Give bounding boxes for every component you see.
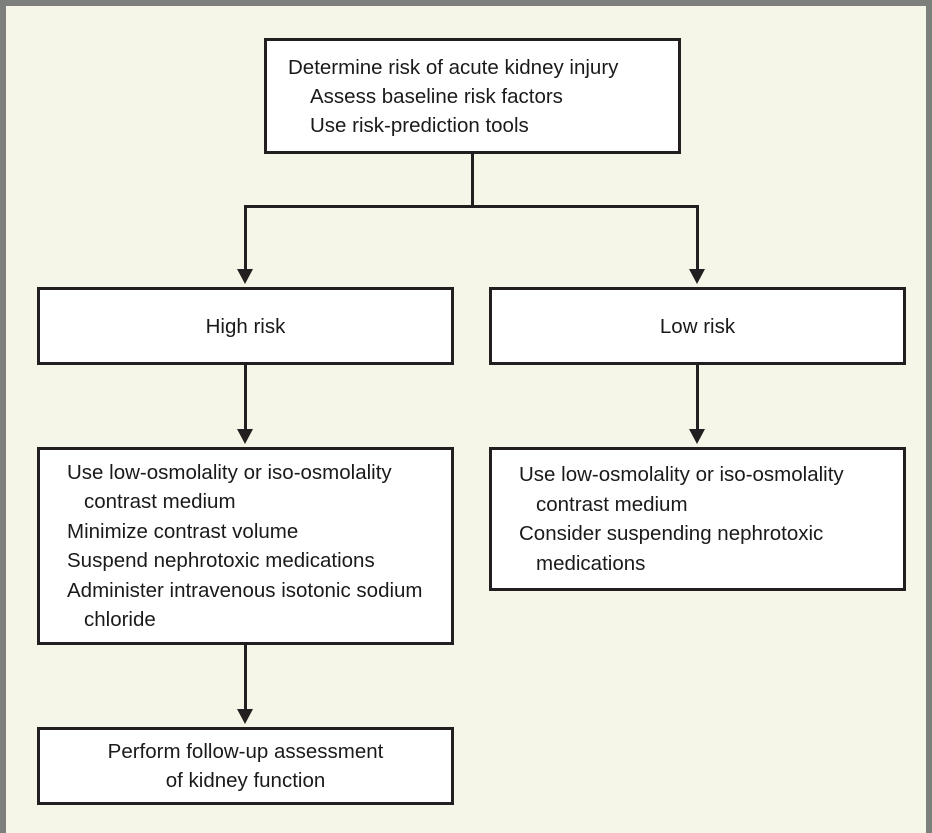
connector-split-bar-left — [244, 205, 474, 208]
low-risk-label: Low risk — [659, 314, 736, 338]
arrowhead-low-risk-to-actions — [689, 429, 705, 444]
node-low-risk-actions: Use low-osmolality or iso-osmolality con… — [489, 447, 906, 591]
node-low-risk: Low risk — [489, 287, 906, 365]
high-risk-action-item: Use low-osmolality or iso-osmolality con… — [67, 460, 392, 514]
high-risk-action-item: Minimize contrast volume — [67, 519, 299, 543]
determine-risk-line-2: Assess baseline risk factors — [310, 84, 563, 108]
low-risk-action-item: Consider suspending nephrotoxic medicati… — [519, 522, 824, 575]
follow-up-line-2: of kidney function — [165, 769, 326, 792]
node-high-risk: High risk — [37, 287, 454, 365]
high-risk-action-item: Administer intravenous isotonic sodium c… — [67, 578, 423, 632]
connector-split-bar-right — [471, 205, 699, 208]
determine-risk-line-3: Use risk-prediction tools — [310, 113, 529, 137]
arrowhead-actions-to-follow-up — [237, 709, 253, 724]
arrowhead-to-high-risk — [237, 269, 253, 284]
node-determine-risk: Determine risk of acute kidney injury As… — [264, 38, 681, 154]
low-risk-action-item: Use low-osmolality or iso-osmolality con… — [519, 463, 844, 516]
arrowhead-to-low-risk — [689, 269, 705, 284]
connector-to-low-risk — [696, 205, 699, 273]
node-high-risk-actions: Use low-osmolality or iso-osmolality con… — [37, 447, 454, 645]
arrowhead-high-risk-to-actions — [237, 429, 253, 444]
connector-to-high-risk — [244, 205, 247, 273]
node-follow-up: Perform follow-up assessment of kidney f… — [37, 727, 454, 805]
connector-high-risk-to-actions — [244, 365, 247, 433]
determine-risk-line-1: Determine risk of acute kidney injury — [288, 55, 619, 79]
connector-actions-to-follow-up — [244, 645, 247, 713]
follow-up-line-1: Perform follow-up assessment — [107, 740, 384, 763]
high-risk-action-item: Suspend nephrotoxic medications — [67, 549, 375, 572]
connector-low-risk-to-actions — [696, 365, 699, 433]
connector-stem — [471, 154, 474, 207]
high-risk-label: High risk — [205, 314, 286, 338]
